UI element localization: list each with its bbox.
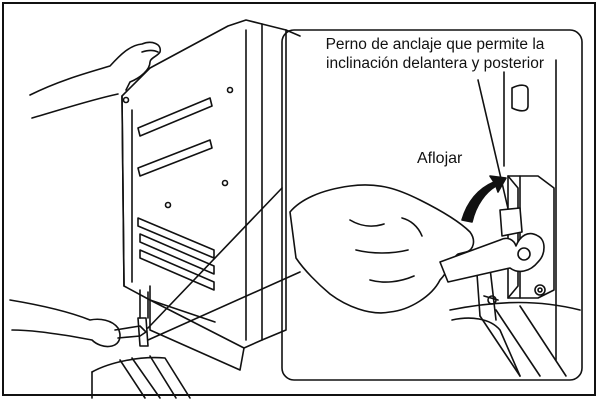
wrench-large bbox=[439, 232, 545, 283]
arrow-loosen-icon bbox=[461, 175, 507, 223]
machine-panel bbox=[121, 19, 301, 371]
hand-wrench-small bbox=[9, 289, 149, 348]
loosen-label: Aflojar bbox=[417, 150, 463, 167]
callout-line-2: inclinación delantera y posterior bbox=[326, 55, 544, 72]
bracket-zoom bbox=[499, 59, 557, 361]
callout-line-1: Perno de anclaje que permite la bbox=[325, 36, 545, 53]
base-zoom bbox=[449, 259, 581, 377]
hand-top bbox=[29, 41, 162, 119]
bolt-callout-label: Perno de anclaje que permite la inclinac… bbox=[280, 35, 590, 73]
base-left bbox=[91, 355, 191, 399]
hand-wrench-large bbox=[289, 184, 475, 314]
zoom-frame bbox=[281, 29, 583, 381]
